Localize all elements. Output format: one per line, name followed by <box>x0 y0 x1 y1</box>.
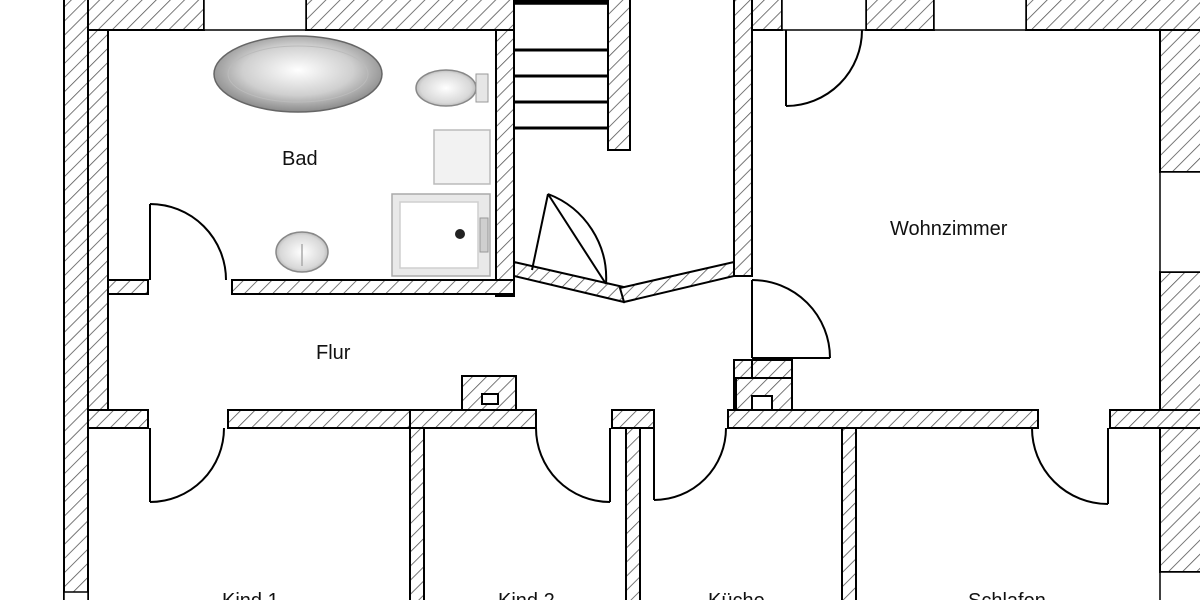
room-label-wohnzimmer: Wohnzimmer <box>890 218 1008 240</box>
door-stair-corridor <box>531 193 608 285</box>
toilet-bowl <box>415 69 489 107</box>
door-schlafen <box>1031 427 1109 505</box>
wall-bad-left <box>87 29 109 411</box>
wall-kueche-right <box>841 427 857 600</box>
windows <box>63 0 1200 600</box>
staircase <box>514 48 608 130</box>
wall-bad-bottom <box>107 279 149 295</box>
room-label-flur: Flur <box>316 342 351 364</box>
wall-corridor-bottom-6 <box>1109 409 1200 429</box>
door-kueche <box>653 427 727 501</box>
wall-center-upper <box>733 0 753 277</box>
window-left-bottom <box>63 591 89 600</box>
wall-bad-bottom-2 <box>231 279 515 295</box>
room-label-schlafen: Schlafen <box>968 590 1046 600</box>
walls <box>63 0 1200 600</box>
wall-angled-left <box>513 260 630 304</box>
wall-kind2-right <box>625 427 641 600</box>
wall-corridor-bottom-4 <box>611 409 655 429</box>
wall-top-wohn-2 <box>865 0 935 31</box>
door-wohn-top <box>785 29 863 107</box>
wall-corridor-bottom-2 <box>227 409 411 429</box>
wall-wohn-left-stub <box>751 359 793 379</box>
wall-angled-right <box>618 260 735 304</box>
window-wohn-top-2 <box>933 0 1027 31</box>
chimney-flue-right <box>751 395 773 411</box>
wash-basin <box>275 231 329 273</box>
shower-tray <box>391 193 491 277</box>
window-right-bottom <box>1159 571 1200 600</box>
wall-corridor-bottom-5 <box>727 409 1039 429</box>
wall-top-bad-right <box>305 0 515 31</box>
room-label-kind1: Kind 1 <box>222 590 279 600</box>
door-bad <box>149 203 227 281</box>
outer-wall-left <box>63 0 89 600</box>
wall-top-wohn-1 <box>751 0 783 31</box>
doors <box>149 29 1109 505</box>
door-kind1 <box>149 427 225 503</box>
wall-stair-right <box>607 0 631 151</box>
window-bad-top <box>203 0 307 31</box>
wall-top-bad <box>87 0 205 31</box>
room-label-kind2: Kind 2 <box>498 590 555 600</box>
window-wohn-top-1 <box>781 0 867 31</box>
door-kind2 <box>535 427 611 503</box>
cabinet <box>433 129 491 185</box>
wall-corridor-bottom-3 <box>409 409 537 429</box>
wall-top-wohn-3 <box>1025 0 1200 31</box>
window-wohn-right <box>1159 171 1200 273</box>
door-wohnzimmer <box>751 279 831 359</box>
bathtub-oval <box>213 35 383 113</box>
room-label-kueche: Küche <box>708 590 765 600</box>
chimney-flue-left <box>481 393 499 405</box>
wall-corridor-bottom-1 <box>87 409 149 429</box>
wall-stair-left <box>495 29 515 297</box>
wall-kind1-right <box>409 427 425 600</box>
room-label-bad: Bad <box>282 148 318 170</box>
wall-right-upper <box>1159 29 1200 173</box>
